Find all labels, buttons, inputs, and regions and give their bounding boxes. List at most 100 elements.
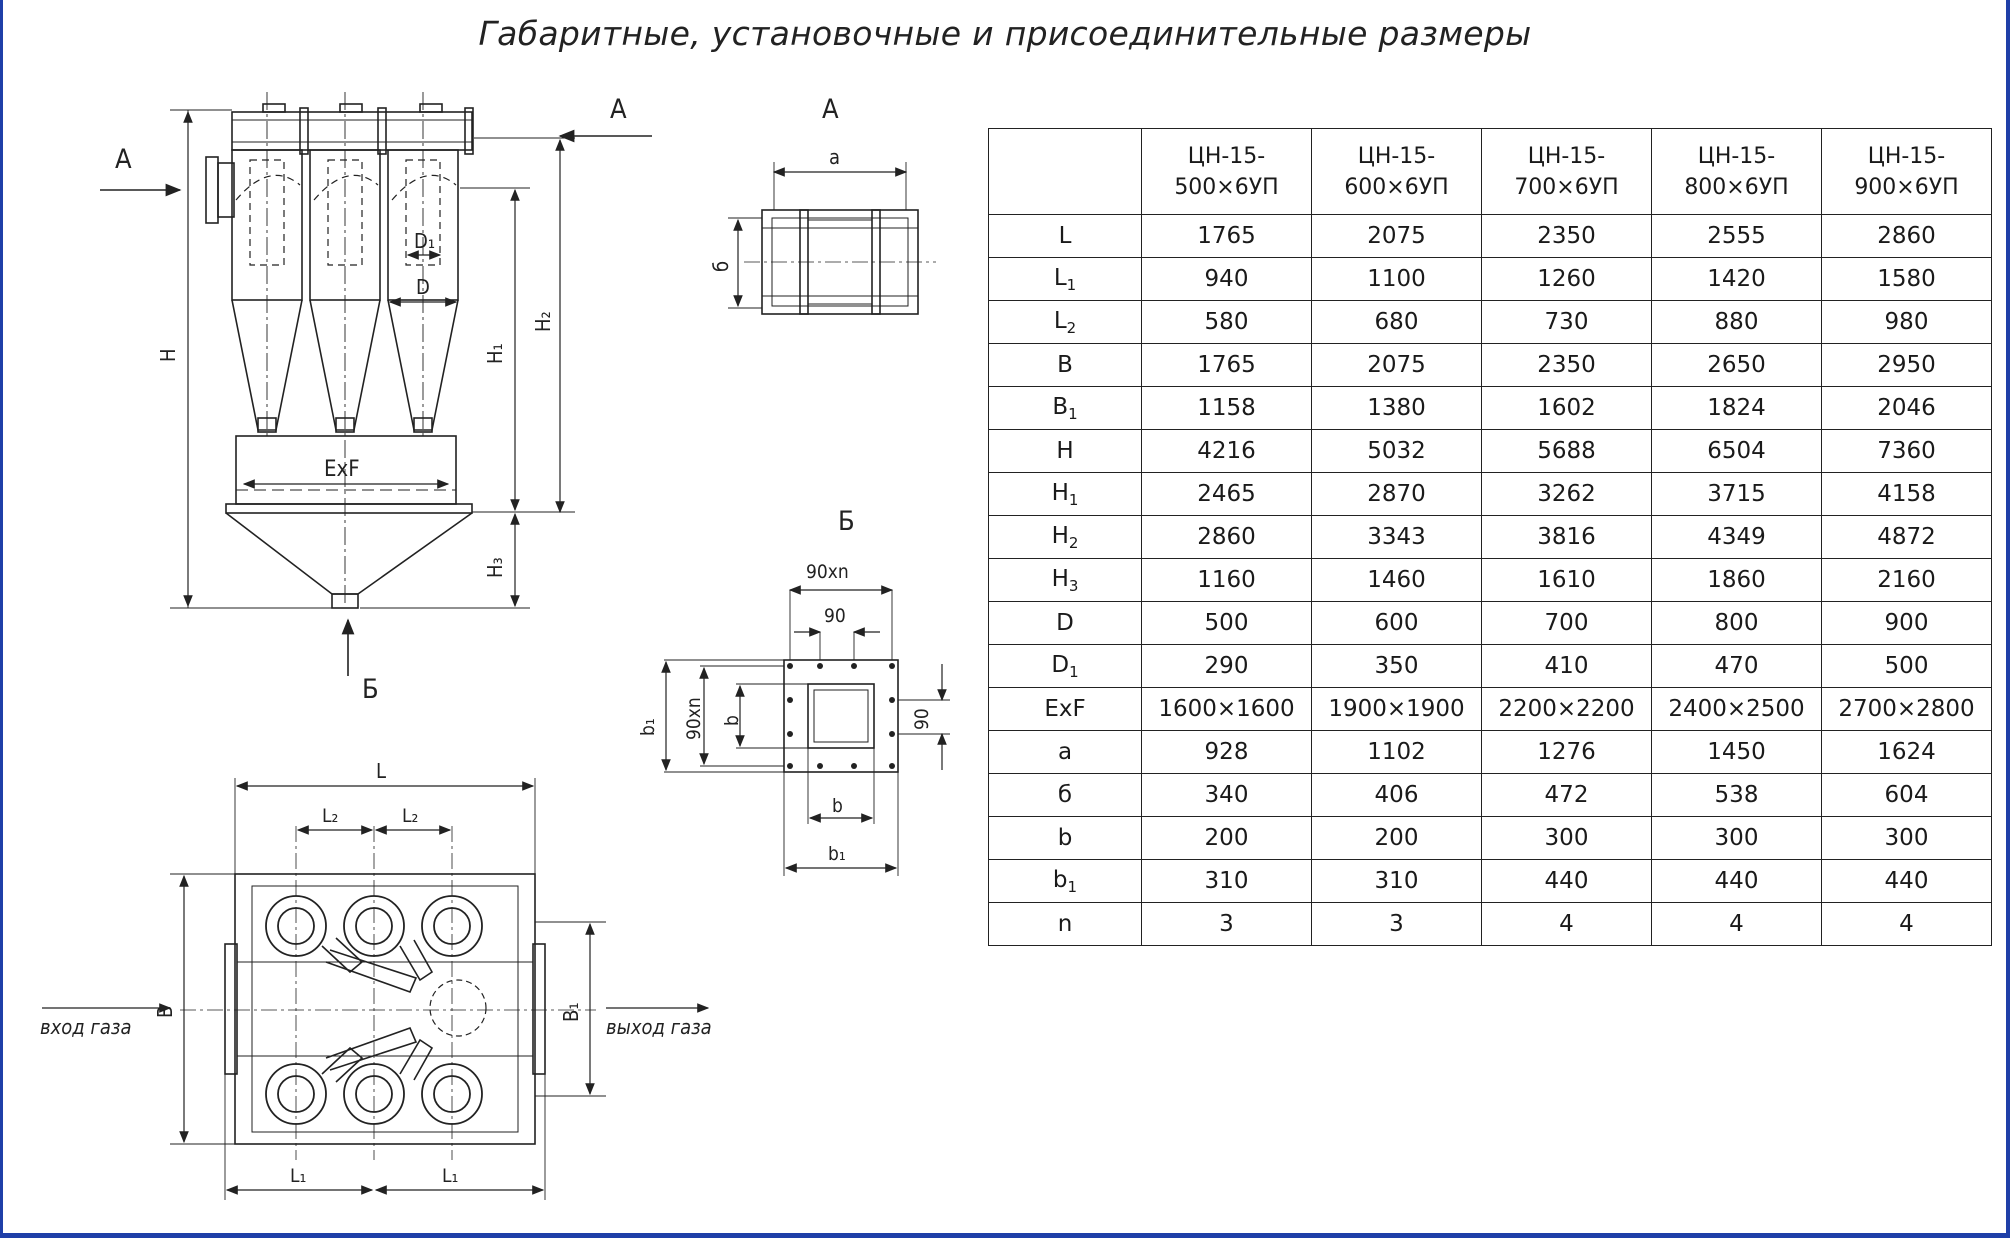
table-cell: 350 [1311,644,1482,688]
label-dim-90-right: 90 [911,708,933,730]
table-cell: 1380 [1311,386,1482,430]
table-cell: 3 [1311,902,1482,946]
table-header-model: ЦН-15-700×6УП [1481,128,1652,215]
table-cell: 680 [1311,300,1482,344]
table-cell: 300 [1821,816,1992,860]
label-dim-D: D [416,275,430,299]
table-cell: 1160 [1141,558,1312,602]
table-cell: 2350 [1481,343,1652,387]
table-cell: 2046 [1821,386,1992,430]
table-cell: 2860 [1821,214,1992,258]
row-param-label: L [988,214,1142,258]
dimensions-table: ЦН-15-500×6УП ЦН-15-600×6УП ЦН-15-700×6У… [988,128,1992,946]
row-param-label: B [988,343,1142,387]
label-section-b-arrow: Б [362,674,379,705]
table-cell: 2350 [1481,214,1652,258]
table-cell: 730 [1481,300,1652,344]
label-dim-L2-left: L₂ [322,805,338,827]
table-cell: 3816 [1481,515,1652,559]
table-cell: 4 [1481,902,1652,946]
table-cell: 5688 [1481,429,1652,473]
table-cell: 1600×1600 [1141,687,1312,731]
row-param-label: a [988,730,1142,774]
table-cell: 900 [1821,601,1992,645]
table-cell: 1102 [1311,730,1482,774]
table-cell: 2870 [1311,472,1482,516]
label-gas-outlet: выход газа [606,1015,712,1039]
table-cell: 2400×2500 [1651,687,1822,731]
label-dim-H1: H₁ [483,343,507,364]
label-dim-L2-right: L₂ [402,805,418,827]
label-gas-inlet: вход газа [40,1015,131,1039]
table-cell: 500 [1821,644,1992,688]
table-cell: 472 [1481,773,1652,817]
table-cell: 1860 [1651,558,1822,602]
table-cell: 3715 [1651,472,1822,516]
label-dim-L: L [376,759,386,783]
table-cell: 200 [1311,816,1482,860]
table-cell: 4872 [1821,515,1992,559]
row-param-label: H [988,429,1142,473]
table-cell: 800 [1651,601,1822,645]
row-param-label: H3 [988,558,1142,602]
row-param-label: H1 [988,472,1142,516]
table-cell: 980 [1821,300,1992,344]
row-param-label: D1 [988,644,1142,688]
table-cell: 406 [1311,773,1482,817]
table-cell: 4 [1651,902,1822,946]
row-param-label: n [988,902,1142,946]
row-param-label: ExF [988,687,1142,731]
label-dim-b1-left: b₁ [637,718,659,736]
table-cell: 1158 [1141,386,1312,430]
table-cell: 2950 [1821,343,1992,387]
table-header-model: ЦН-15-600×6УП [1311,128,1482,215]
table-cell: 310 [1311,859,1482,903]
table-cell: 600 [1311,601,1482,645]
label-dim-ExF: ExF [324,457,360,482]
table-cell: 2700×2800 [1821,687,1992,731]
table-cell: 2860 [1141,515,1312,559]
table-cell: 300 [1651,816,1822,860]
table-cell: 1276 [1481,730,1652,774]
table-cell: 410 [1481,644,1652,688]
table-cell: 1602 [1481,386,1652,430]
label-dim-H3: H₃ [483,557,507,578]
table-cell: 1420 [1651,257,1822,301]
table-cell: 928 [1141,730,1312,774]
table-cell: 500 [1141,601,1312,645]
table-cell: 880 [1651,300,1822,344]
table-cell: 2650 [1651,343,1822,387]
table-cell: 2465 [1141,472,1312,516]
row-param-label: б [988,773,1142,817]
table-cell: 1610 [1481,558,1652,602]
label-view-a-title: А [822,94,839,125]
table-cell: 310 [1141,859,1312,903]
table-cell: 7360 [1821,429,1992,473]
label-section-a-right: А [610,94,627,125]
label-dim-B: B [153,1006,177,1018]
table-header-model: ЦН-15-800×6УП [1651,128,1822,215]
table-cell: 1580 [1821,257,1992,301]
label-dim-H2: H₂ [531,311,555,332]
row-param-label: b1 [988,859,1142,903]
table-cell: 3262 [1481,472,1652,516]
row-param-label: L1 [988,257,1142,301]
label-dim-90xn-top: 90xn [806,561,849,583]
table-header-row: ЦН-15-500×6УП ЦН-15-600×6УП ЦН-15-700×6У… [988,128,1992,215]
table-header-model: ЦН-15-500×6УП [1141,128,1312,215]
table-cell: 290 [1141,644,1312,688]
table-cell: 940 [1141,257,1312,301]
table-cell: 1100 [1311,257,1482,301]
